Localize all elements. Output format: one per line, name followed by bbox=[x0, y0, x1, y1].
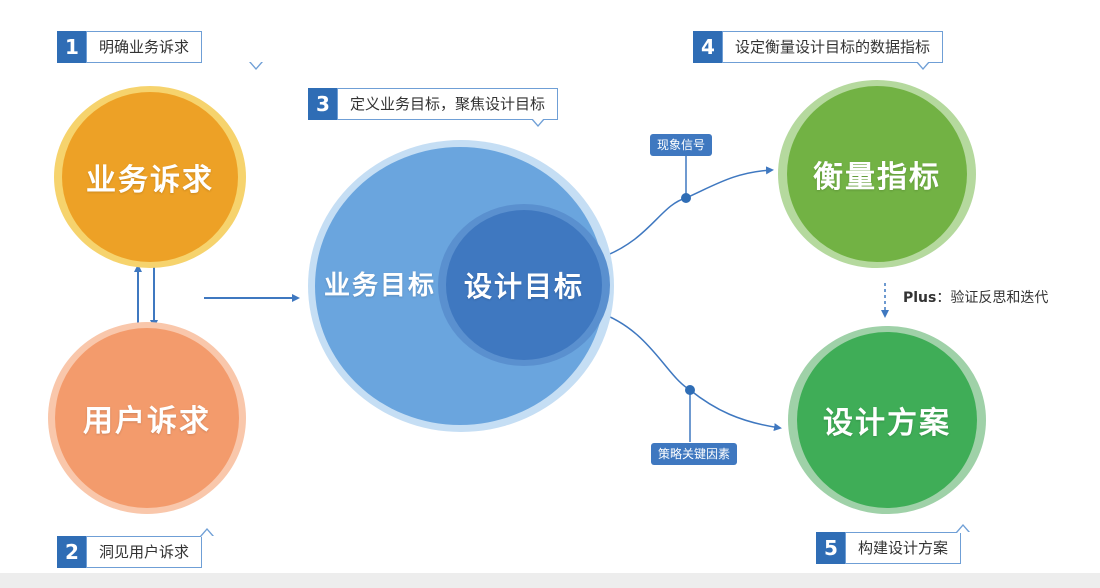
user-demand-circle: 用户诉求 bbox=[48, 322, 246, 514]
business-goal-circle: 业务目标 设计目标 bbox=[308, 140, 614, 432]
business-demand-label: 业务诉求 bbox=[86, 163, 214, 198]
step-5-text: 构建设计方案 bbox=[845, 532, 962, 564]
business-goal-label: 业务目标 bbox=[324, 271, 437, 301]
plus-note-text: ：验证反思和迭代 bbox=[936, 290, 1049, 306]
step-1-number: 1 bbox=[57, 31, 87, 63]
step-1-text: 明确业务诉求 bbox=[86, 31, 203, 63]
user-demand-label: 用户诉求 bbox=[83, 404, 211, 439]
step-1-pointer bbox=[249, 61, 263, 70]
step-2-number: 2 bbox=[57, 536, 87, 568]
signal-node bbox=[681, 193, 691, 203]
plus-note: Plus：验证反思和迭代 bbox=[903, 287, 1048, 307]
step-4-text: 设定衡量设计目标的数据指标 bbox=[722, 31, 944, 63]
step-5-number: 5 bbox=[816, 532, 846, 564]
step-2-text: 洞见用户诉求 bbox=[86, 536, 203, 568]
metrics-label: 衡量指标 bbox=[813, 160, 941, 195]
business-demand-circle: 业务诉求 bbox=[54, 86, 246, 268]
step-3-pointer bbox=[531, 118, 545, 127]
signal-tag: 现象信号 bbox=[650, 134, 713, 156]
step-2-pointer bbox=[200, 528, 214, 537]
curve-to-solution bbox=[597, 311, 782, 432]
strategy-node bbox=[685, 385, 695, 395]
design-goal-label: 设计目标 bbox=[463, 270, 584, 303]
user-demand-core: 用户诉求 bbox=[55, 328, 239, 508]
metrics-core: 衡量指标 bbox=[787, 86, 967, 262]
solution-core: 设计方案 bbox=[797, 332, 977, 508]
plus-note-bold: Plus bbox=[903, 290, 937, 306]
metrics-circle: 衡量指标 bbox=[778, 80, 976, 268]
solution-circle: 设计方案 bbox=[788, 326, 986, 514]
solution-label: 设计方案 bbox=[823, 406, 951, 441]
step-5-pointer bbox=[956, 524, 970, 533]
design-goal-core: 设计目标 bbox=[446, 210, 602, 360]
design-goal-circle: 设计目标 bbox=[438, 204, 610, 366]
step-3-number: 3 bbox=[308, 88, 338, 120]
business-demand-core: 业务诉求 bbox=[62, 92, 238, 262]
strategy-tag: 策略关键因素 bbox=[651, 443, 738, 465]
bottom-bar bbox=[0, 573, 1100, 588]
step-4-number: 4 bbox=[693, 31, 723, 63]
step-3-text: 定义业务目标，聚焦设计目标 bbox=[337, 88, 559, 120]
step-4-pointer bbox=[916, 61, 930, 70]
